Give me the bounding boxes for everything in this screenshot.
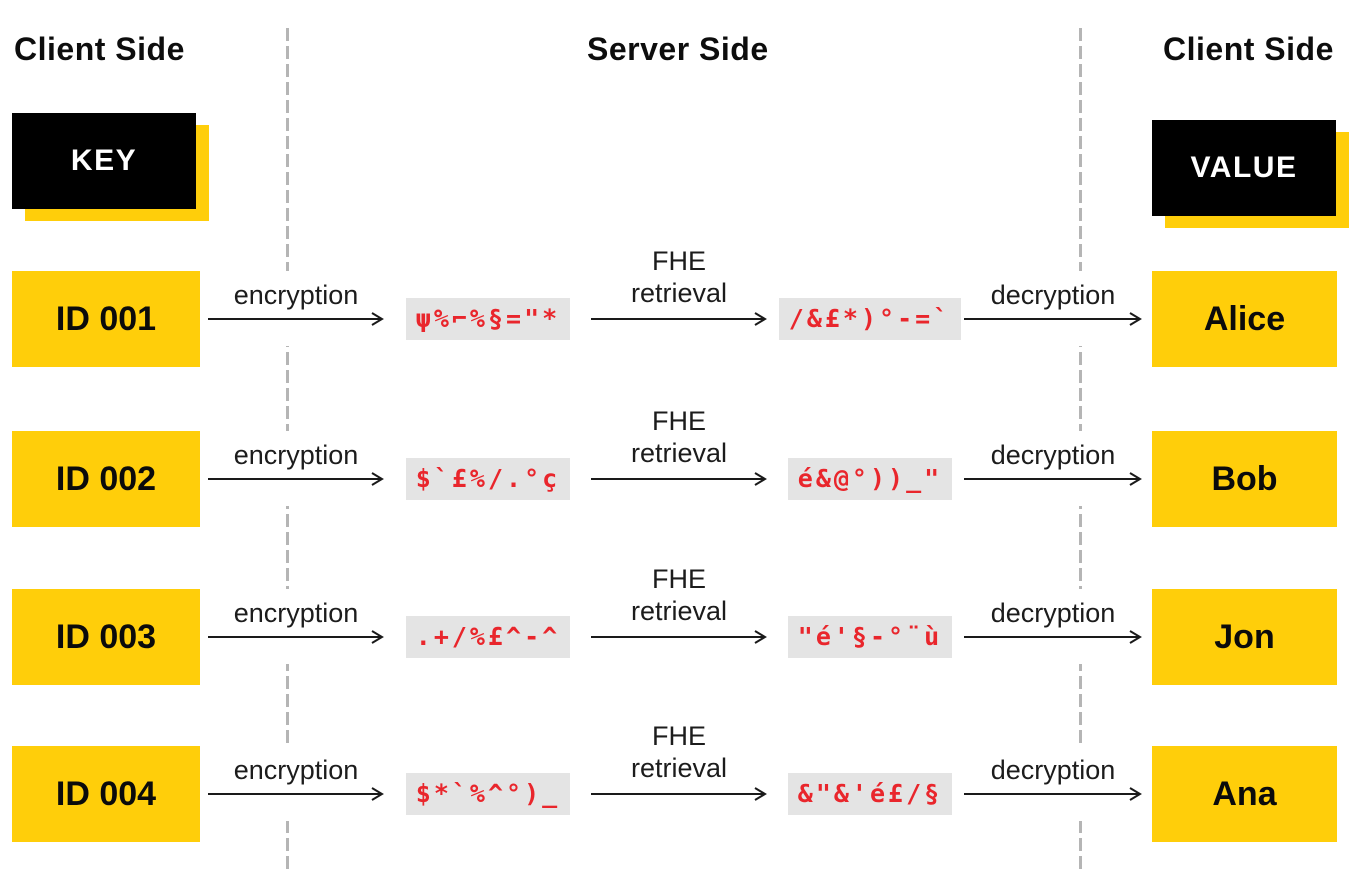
kv-row: ID 003 encryption .+/%£^-^ FHE retrieval… xyxy=(0,555,1356,685)
encryption-arrow-cell: encryption xyxy=(206,746,386,821)
encrypted-key-text: .+/%£^-^ xyxy=(405,616,571,658)
kv-row: ID 002 encryption $`£%/.°ç FHE retrieval… xyxy=(0,397,1356,527)
right-arrow-icon xyxy=(208,787,384,801)
encrypted-key-cell: ψ%⌐%§="* xyxy=(394,297,582,341)
fhe-label-line1: FHE xyxy=(652,721,706,751)
encryption-label: encryption xyxy=(233,280,359,310)
right-arrow-icon xyxy=(591,787,767,801)
key-legend-label: KEY xyxy=(70,144,138,177)
kv-row: ID 004 encryption $*`%^°)_ FHE retrieval… xyxy=(0,712,1356,842)
fhe-retrieval-arrow-cell: FHE retrieval xyxy=(589,237,769,346)
key-box: ID 002 xyxy=(12,431,200,527)
header-server-side: Server Side xyxy=(587,31,769,67)
encrypted-key-cell: $*`%^°)_ xyxy=(394,772,582,816)
decryption-label: decryption xyxy=(990,440,1116,470)
right-arrow-icon xyxy=(591,630,767,644)
encrypted-value-cell: "é'§-°¨ù xyxy=(776,615,964,659)
encrypted-value-cell: &"&'é£/§ xyxy=(776,772,964,816)
right-arrow-icon xyxy=(964,472,1142,486)
right-arrow-icon xyxy=(964,630,1142,644)
key-box: ID 001 xyxy=(12,271,200,367)
encrypted-value-text: é&@°))_" xyxy=(787,458,953,500)
encrypted-value-text: "é'§-°¨ù xyxy=(787,616,953,658)
right-arrow-icon xyxy=(208,630,384,644)
fhe-label-line2: retrieval xyxy=(630,278,728,308)
fhe-label-line2: retrieval xyxy=(630,753,728,783)
value-legend-label: VALUE xyxy=(1190,151,1298,184)
decryption-arrow-cell: decryption xyxy=(962,589,1144,664)
key-box: ID 003 xyxy=(12,589,200,685)
fhe-retrieval-arrow-cell: FHE retrieval xyxy=(589,555,769,664)
encrypted-value-cell: /&£*)°-=` xyxy=(776,297,964,341)
header-client-side-right: Client Side xyxy=(1163,31,1334,67)
right-arrow-icon xyxy=(591,472,767,486)
encrypted-key-text: $*`%^°)_ xyxy=(405,773,571,815)
decryption-arrow-cell: decryption xyxy=(962,431,1144,506)
right-arrow-icon xyxy=(964,787,1142,801)
value-box: Bob xyxy=(1152,431,1337,527)
right-arrow-icon xyxy=(208,312,384,326)
encrypted-value-text: /&£*)°-=` xyxy=(778,298,962,340)
fhe-label-line1: FHE xyxy=(652,564,706,594)
encrypted-key-text: $`£%/.°ç xyxy=(405,458,571,500)
value-legend-box: VALUE xyxy=(1152,120,1336,216)
kv-row: ID 001 encryption ψ%⌐%§="* FHE retrieval… xyxy=(0,237,1356,367)
encrypted-key-cell: .+/%£^-^ xyxy=(394,615,582,659)
decryption-arrow-cell: decryption xyxy=(962,746,1144,821)
encryption-arrow-cell: encryption xyxy=(206,271,386,346)
fhe-label-line2: retrieval xyxy=(630,438,728,468)
decryption-label: decryption xyxy=(990,598,1116,628)
right-arrow-icon xyxy=(591,312,767,326)
encrypted-key-text: ψ%⌐%§="* xyxy=(405,298,571,340)
key-box: ID 004 xyxy=(12,746,200,842)
encrypted-value-text: &"&'é£/§ xyxy=(787,773,953,815)
encryption-label: encryption xyxy=(233,440,359,470)
fhe-retrieval-arrow-cell: FHE retrieval xyxy=(589,712,769,821)
key-legend-box: KEY xyxy=(12,113,196,209)
right-arrow-icon xyxy=(964,312,1142,326)
fhe-retrieval-arrow-cell: FHE retrieval xyxy=(589,397,769,506)
encrypted-value-cell: é&@°))_" xyxy=(776,457,964,501)
fhe-label-line1: FHE xyxy=(652,246,706,276)
decryption-label: decryption xyxy=(990,280,1116,310)
value-box: Ana xyxy=(1152,746,1337,842)
encrypted-key-cell: $`£%/.°ç xyxy=(394,457,582,501)
fhe-label-line1: FHE xyxy=(652,406,706,436)
encryption-arrow-cell: encryption xyxy=(206,431,386,506)
header-client-side-left: Client Side xyxy=(14,31,185,67)
encryption-label: encryption xyxy=(233,755,359,785)
decryption-arrow-cell: decryption xyxy=(962,271,1144,346)
value-box: Jon xyxy=(1152,589,1337,685)
encryption-label: encryption xyxy=(233,598,359,628)
right-arrow-icon xyxy=(208,472,384,486)
fhe-label-line2: retrieval xyxy=(630,596,728,626)
encryption-arrow-cell: encryption xyxy=(206,589,386,664)
decryption-label: decryption xyxy=(990,755,1116,785)
value-box: Alice xyxy=(1152,271,1337,367)
